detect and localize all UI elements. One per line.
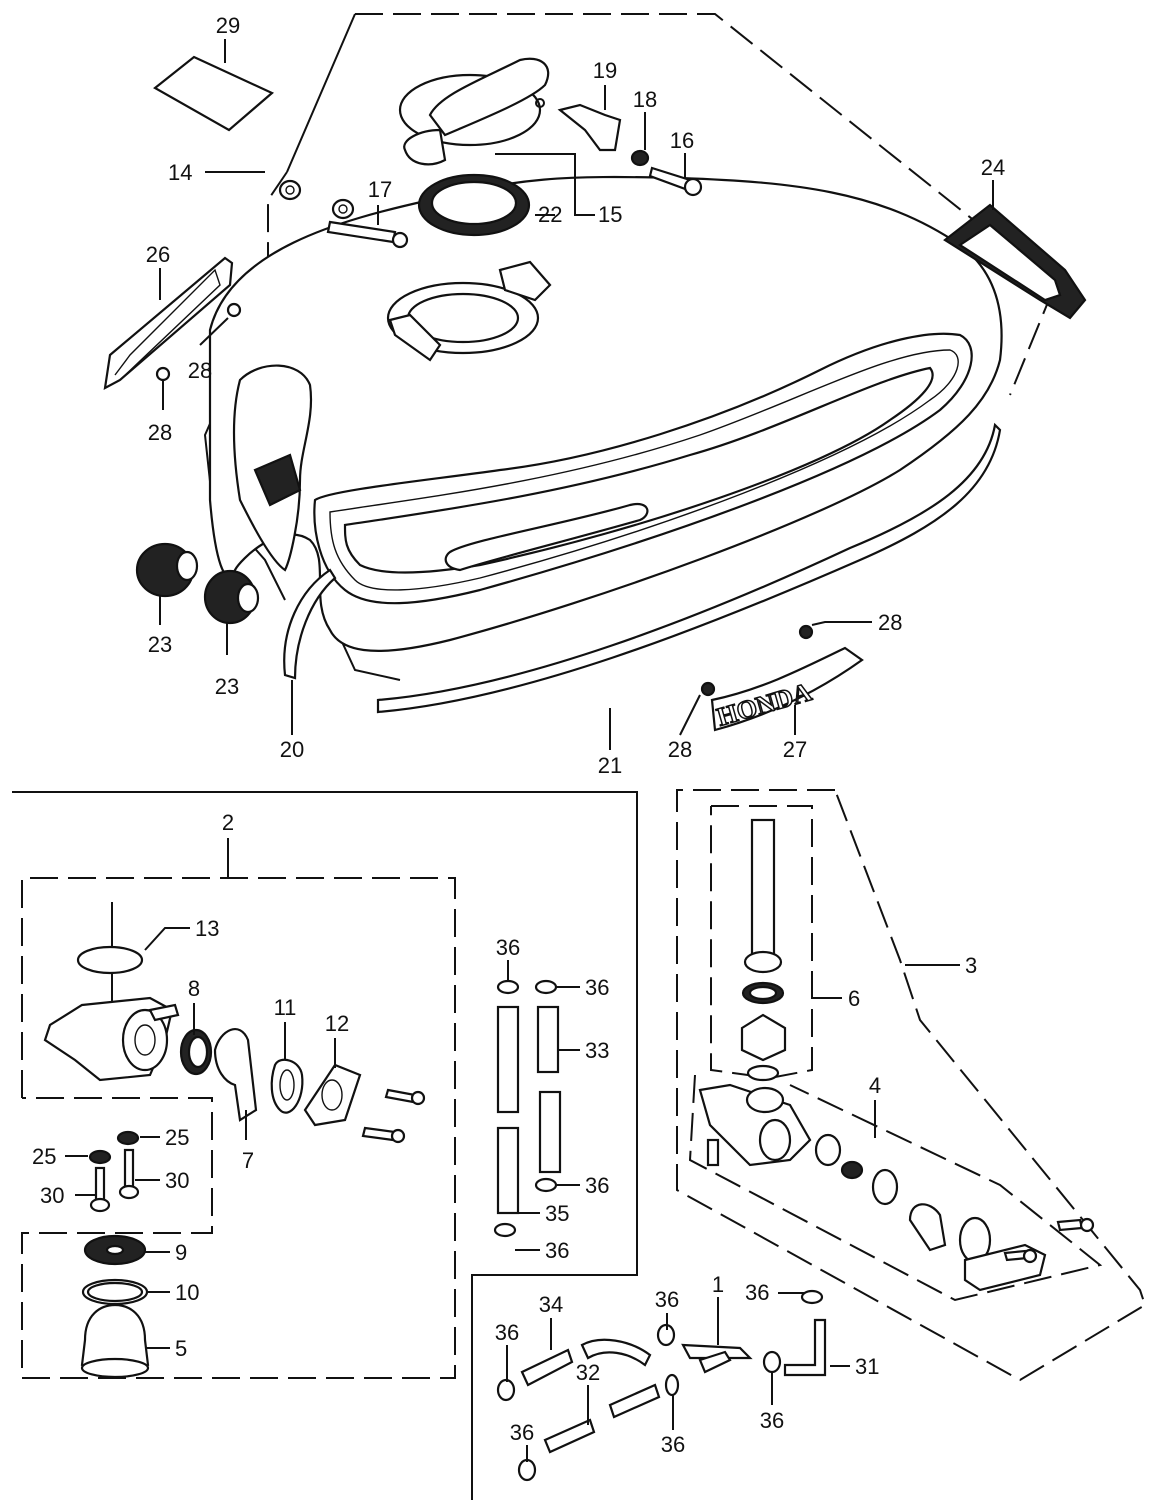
callout-26: 26 [146,242,170,267]
callout-1: 1 [712,1272,724,1297]
tank-cushion-part [135,542,260,625]
callout-36j: 36 [760,1408,784,1433]
callout-36c: 36 [585,1173,609,1198]
callout-19: 19 [593,58,617,83]
callout-20: 20 [280,737,304,762]
callout-32: 32 [576,1360,600,1385]
callout-7: 7 [242,1148,254,1173]
middle-tubes-part [493,979,562,1238]
callout-25b: 25 [165,1125,189,1150]
knee-grip-part [103,256,234,391]
bottom-hoses-part [496,1289,827,1482]
leader-lines-middle [507,960,580,1251]
cap-gasket-part [417,173,531,237]
side-trim-part [376,422,1002,714]
callout-5: 5 [175,1336,187,1361]
fuel-tank-part [208,175,1003,652]
pin-17-part [278,179,409,249]
callout-25a: 25 [32,1144,56,1169]
callout-28d: 28 [878,610,902,635]
callout-35: 35 [545,1201,569,1226]
callout-14: 14 [168,160,192,185]
callout-9: 9 [175,1240,187,1265]
leader-lines-left [65,927,336,1349]
callout-36h: 36 [510,1420,534,1445]
callout-36f: 36 [745,1280,769,1305]
callout-36e: 36 [655,1287,679,1312]
callout-36b: 36 [585,975,609,1000]
fuel-cap-part [398,57,550,166]
left-cock-section [12,791,638,1500]
strainer-parts [80,1234,150,1379]
callout-16: 16 [670,128,694,153]
callout-17: 17 [368,177,392,202]
callout-36g: 36 [495,1320,519,1345]
cock-screws-part [361,1088,426,1144]
callout-36a: 36 [496,935,520,960]
bolt-16-part [648,166,703,197]
fuel-cock-right-part [698,818,1095,1292]
callout-23a: 23 [148,632,172,657]
grommet-part [155,302,814,697]
rear-rubber-part [943,203,1087,320]
callout-13: 13 [195,916,219,941]
callout-30b: 30 [165,1168,189,1193]
callout-30a: 30 [40,1183,64,1208]
honda-emblem-part: HONDA [710,646,864,733]
callout-15: 15 [598,202,622,227]
callout-4: 4 [869,1073,881,1098]
leader-lines-top [159,85,994,750]
cap-lock-part [557,103,622,152]
callout-34: 34 [539,1292,563,1317]
fuel-cock-left-part [43,902,180,1082]
callout-6: 6 [848,986,860,1011]
callout-21: 21 [598,753,622,778]
cock-plate-part [303,1063,362,1127]
callout-23b: 23 [215,674,239,699]
callout-28a: 28 [188,358,212,383]
callout-10: 10 [175,1280,199,1305]
lever-plate-part [213,1028,258,1122]
callout-33: 33 [585,1038,609,1063]
cock-gasket-part [270,1058,304,1114]
callout-labels: 29 14 19 18 16 17 22 15 24 26 28 28 23 2… [32,13,1005,1457]
cock-lever-part [179,1028,213,1076]
callout-2: 2 [222,810,234,835]
callout-28c: 28 [668,737,692,762]
washer-screw-part [88,1130,140,1213]
callout-12: 12 [325,1011,349,1036]
callout-31: 31 [855,1354,879,1379]
callout-36i: 36 [661,1432,685,1457]
callout-28b: 28 [148,420,172,445]
caution-label-part [153,39,275,132]
callout-27: 27 [783,737,807,762]
callout-11: 11 [274,995,297,1020]
right-cock-section [676,789,1147,1382]
callout-24: 24 [981,155,1005,180]
callout-8: 8 [188,976,200,1001]
tank-trim-part [283,568,337,680]
callout-29: 29 [216,13,240,38]
callout-22: 22 [538,202,562,227]
callout-3: 3 [965,953,977,978]
spring-part [630,149,650,167]
callout-18: 18 [633,87,657,112]
callout-36d: 36 [545,1238,569,1263]
leader-lines-bottom [506,1292,850,1462]
